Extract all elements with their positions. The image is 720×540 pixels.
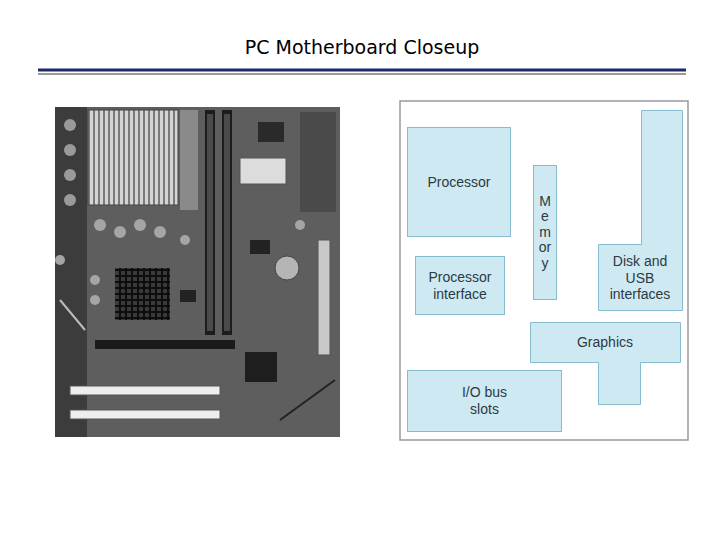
chip [250,240,270,254]
cable [60,300,85,330]
capacitor [55,255,65,265]
block-label: Graphics [577,334,633,351]
capacitor [64,119,76,131]
disk-usb-block: Disk and USB interfaces [598,110,682,310]
cable [280,380,335,420]
chip [258,122,284,142]
processor-interface-block: Processor interface [415,256,505,315]
cpu-heatsink [88,110,178,205]
capacitor [180,235,190,245]
chipset-heatsink [115,268,170,320]
capacitor [94,219,106,231]
slide-title: PC Motherboard Closeup [0,36,720,58]
title-rule [38,69,686,72]
capacitor [154,226,166,238]
block-label: Disk and USB interfaces [607,253,673,303]
board [55,107,340,437]
power-connector [240,158,286,184]
block-shape [599,111,683,311]
capacitor [64,194,76,206]
capacitor [295,220,305,230]
capacitor [64,144,76,156]
block-label: Processor [427,174,490,191]
battery [275,256,299,280]
dimm-slot-inner [224,114,230,331]
chip [245,352,277,382]
diagram-frame [400,101,688,440]
capacitor [114,226,126,238]
capacitor [90,295,100,305]
processor-block: Processor [407,127,511,237]
capacitor [90,275,100,285]
dimm-slot [222,110,232,335]
text-area: Graphics [530,322,680,362]
board-area [300,112,336,212]
ide-connector [318,240,330,355]
block-label: Memory [538,194,552,271]
pci-slot [70,410,220,419]
capacitor [134,219,146,231]
heatsink-bracket [180,110,198,210]
memory-block: Memory [533,165,557,300]
pci-slot [70,386,220,395]
io-bus-block: I/O bus slots [407,370,562,432]
chip [180,290,196,302]
title-rule-shadow [38,73,686,75]
block-label: I/O bus slots [454,384,516,418]
block-label: Processor interface [420,269,500,303]
capacitor [64,169,76,181]
dimm-slot [205,110,215,335]
text-area: Disk and USB interfaces [598,246,682,310]
pcie-slot [95,340,235,349]
dimm-slot-inner [207,114,213,331]
